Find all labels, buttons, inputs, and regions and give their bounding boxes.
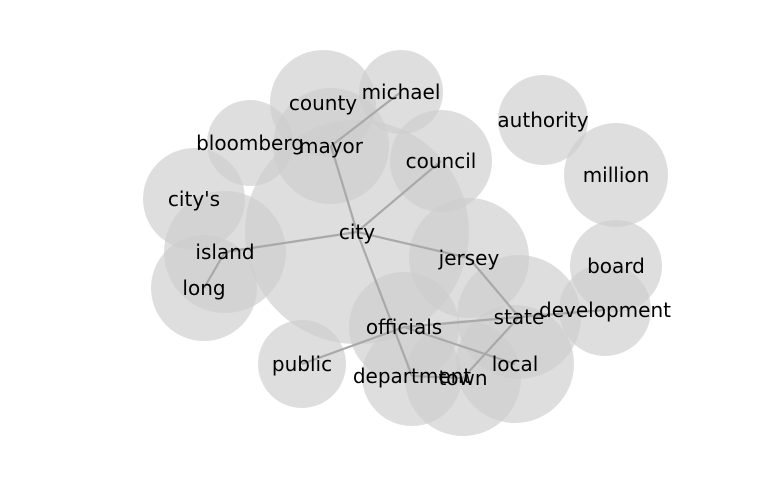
node-label-state: state	[494, 305, 545, 329]
edge-department-town	[411, 374, 464, 380]
edge-officials-public	[301, 325, 405, 366]
node-label-jersey: jersey	[438, 246, 500, 270]
edge-city-island	[224, 230, 358, 254]
node-label-county: county	[289, 91, 357, 115]
node-label-local: local	[492, 352, 539, 376]
node-circle-million	[564, 123, 668, 227]
node-circles	[143, 50, 668, 436]
node-label-million: million	[583, 163, 650, 187]
node-label-bloomberg: bloomberg	[196, 131, 304, 155]
node-circle-authority	[498, 75, 588, 165]
node-label-long: long	[182, 276, 225, 300]
edge-state-town	[462, 316, 520, 379]
node-label-michael: michael	[362, 80, 441, 104]
node-label-board: board	[587, 254, 645, 278]
edge-state-officials	[403, 315, 520, 329]
node-label-town: town	[438, 366, 487, 390]
node-label-city: city	[339, 220, 375, 244]
edge-jersey-state	[468, 257, 520, 318]
edge-island-long	[203, 251, 226, 289]
node-label-development: development	[539, 298, 671, 322]
node-label-citys: city's	[168, 187, 220, 211]
edge-city-department	[355, 231, 414, 377]
node-label-council: council	[406, 149, 477, 173]
node-label-mayor: mayor	[299, 134, 364, 158]
edges	[203, 91, 606, 380]
node-label-department: department	[353, 364, 471, 388]
edge-city-council	[356, 160, 442, 233]
edge-officials-local	[403, 325, 516, 366]
node-label-officials: officials	[366, 315, 442, 339]
edge-mayor-city	[329, 145, 359, 233]
node-label-authority: authority	[497, 108, 588, 132]
edge-city-jersey	[356, 230, 470, 260]
edge-state-development	[518, 308, 606, 319]
node-label-public: public	[272, 352, 332, 376]
edge-mayor-michael	[330, 91, 402, 147]
node-label-island: island	[195, 240, 254, 264]
